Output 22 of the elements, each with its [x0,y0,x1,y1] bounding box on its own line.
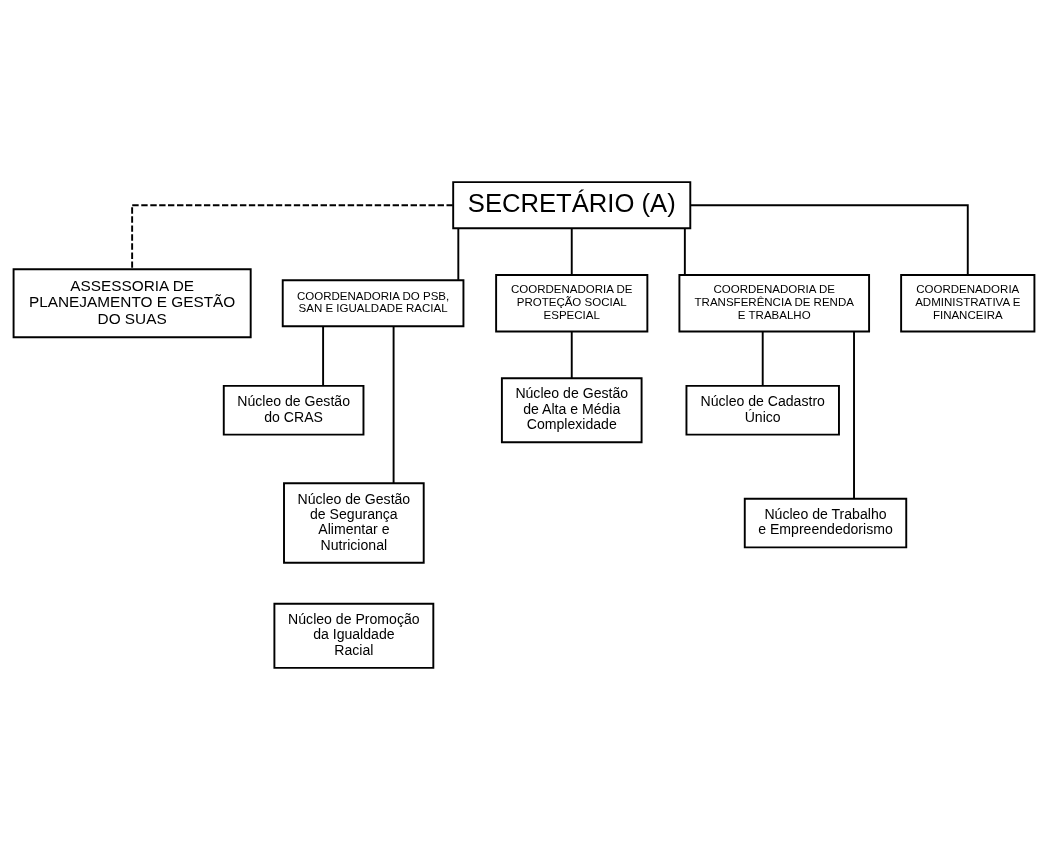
connector [689,203,969,276]
connector [131,203,454,270]
connector [683,226,686,276]
connector [392,324,395,484]
connector [853,330,855,500]
connector [570,330,573,379]
node-box: Núcleo de Gestão do CRAS [222,384,365,436]
node-box: COORDENADORIA DO PSB, SAN E IGUALDADE RACIAL [281,278,465,327]
node-box: COORDENADORIA DE TRANSFERÊNCIA DE RENDA E TRABALHO [678,273,871,332]
node-box: SECRETÁRIO (A) [452,180,692,229]
node-box: COORDENADORIA DE PROTEÇÃO SOCIAL ESPECIAL [495,273,649,332]
connector [322,325,325,387]
node-box: Núcleo de Promoção da Igualdade Racial [273,602,435,669]
node-box: Núcleo de Trabalho e Empreendedorismo [743,497,908,548]
connector [761,330,764,387]
node-box: ASSESSORIA DE PLANEJAMENTO E GESTÃO DO SUAS [12,267,252,338]
node-box: Núcleo de Gestão de Alta e Média Complexidade [500,376,643,443]
connector [457,226,460,281]
node-box: Núcleo de Cadastro Único [685,384,840,436]
node-box: Núcleo de Gestão de Segurança Alimentar e Nutricional [283,481,425,564]
node-box: COORDENADORIA ADMINISTRATIVA E FINANCEIRA [900,273,1036,332]
connector [570,226,573,276]
